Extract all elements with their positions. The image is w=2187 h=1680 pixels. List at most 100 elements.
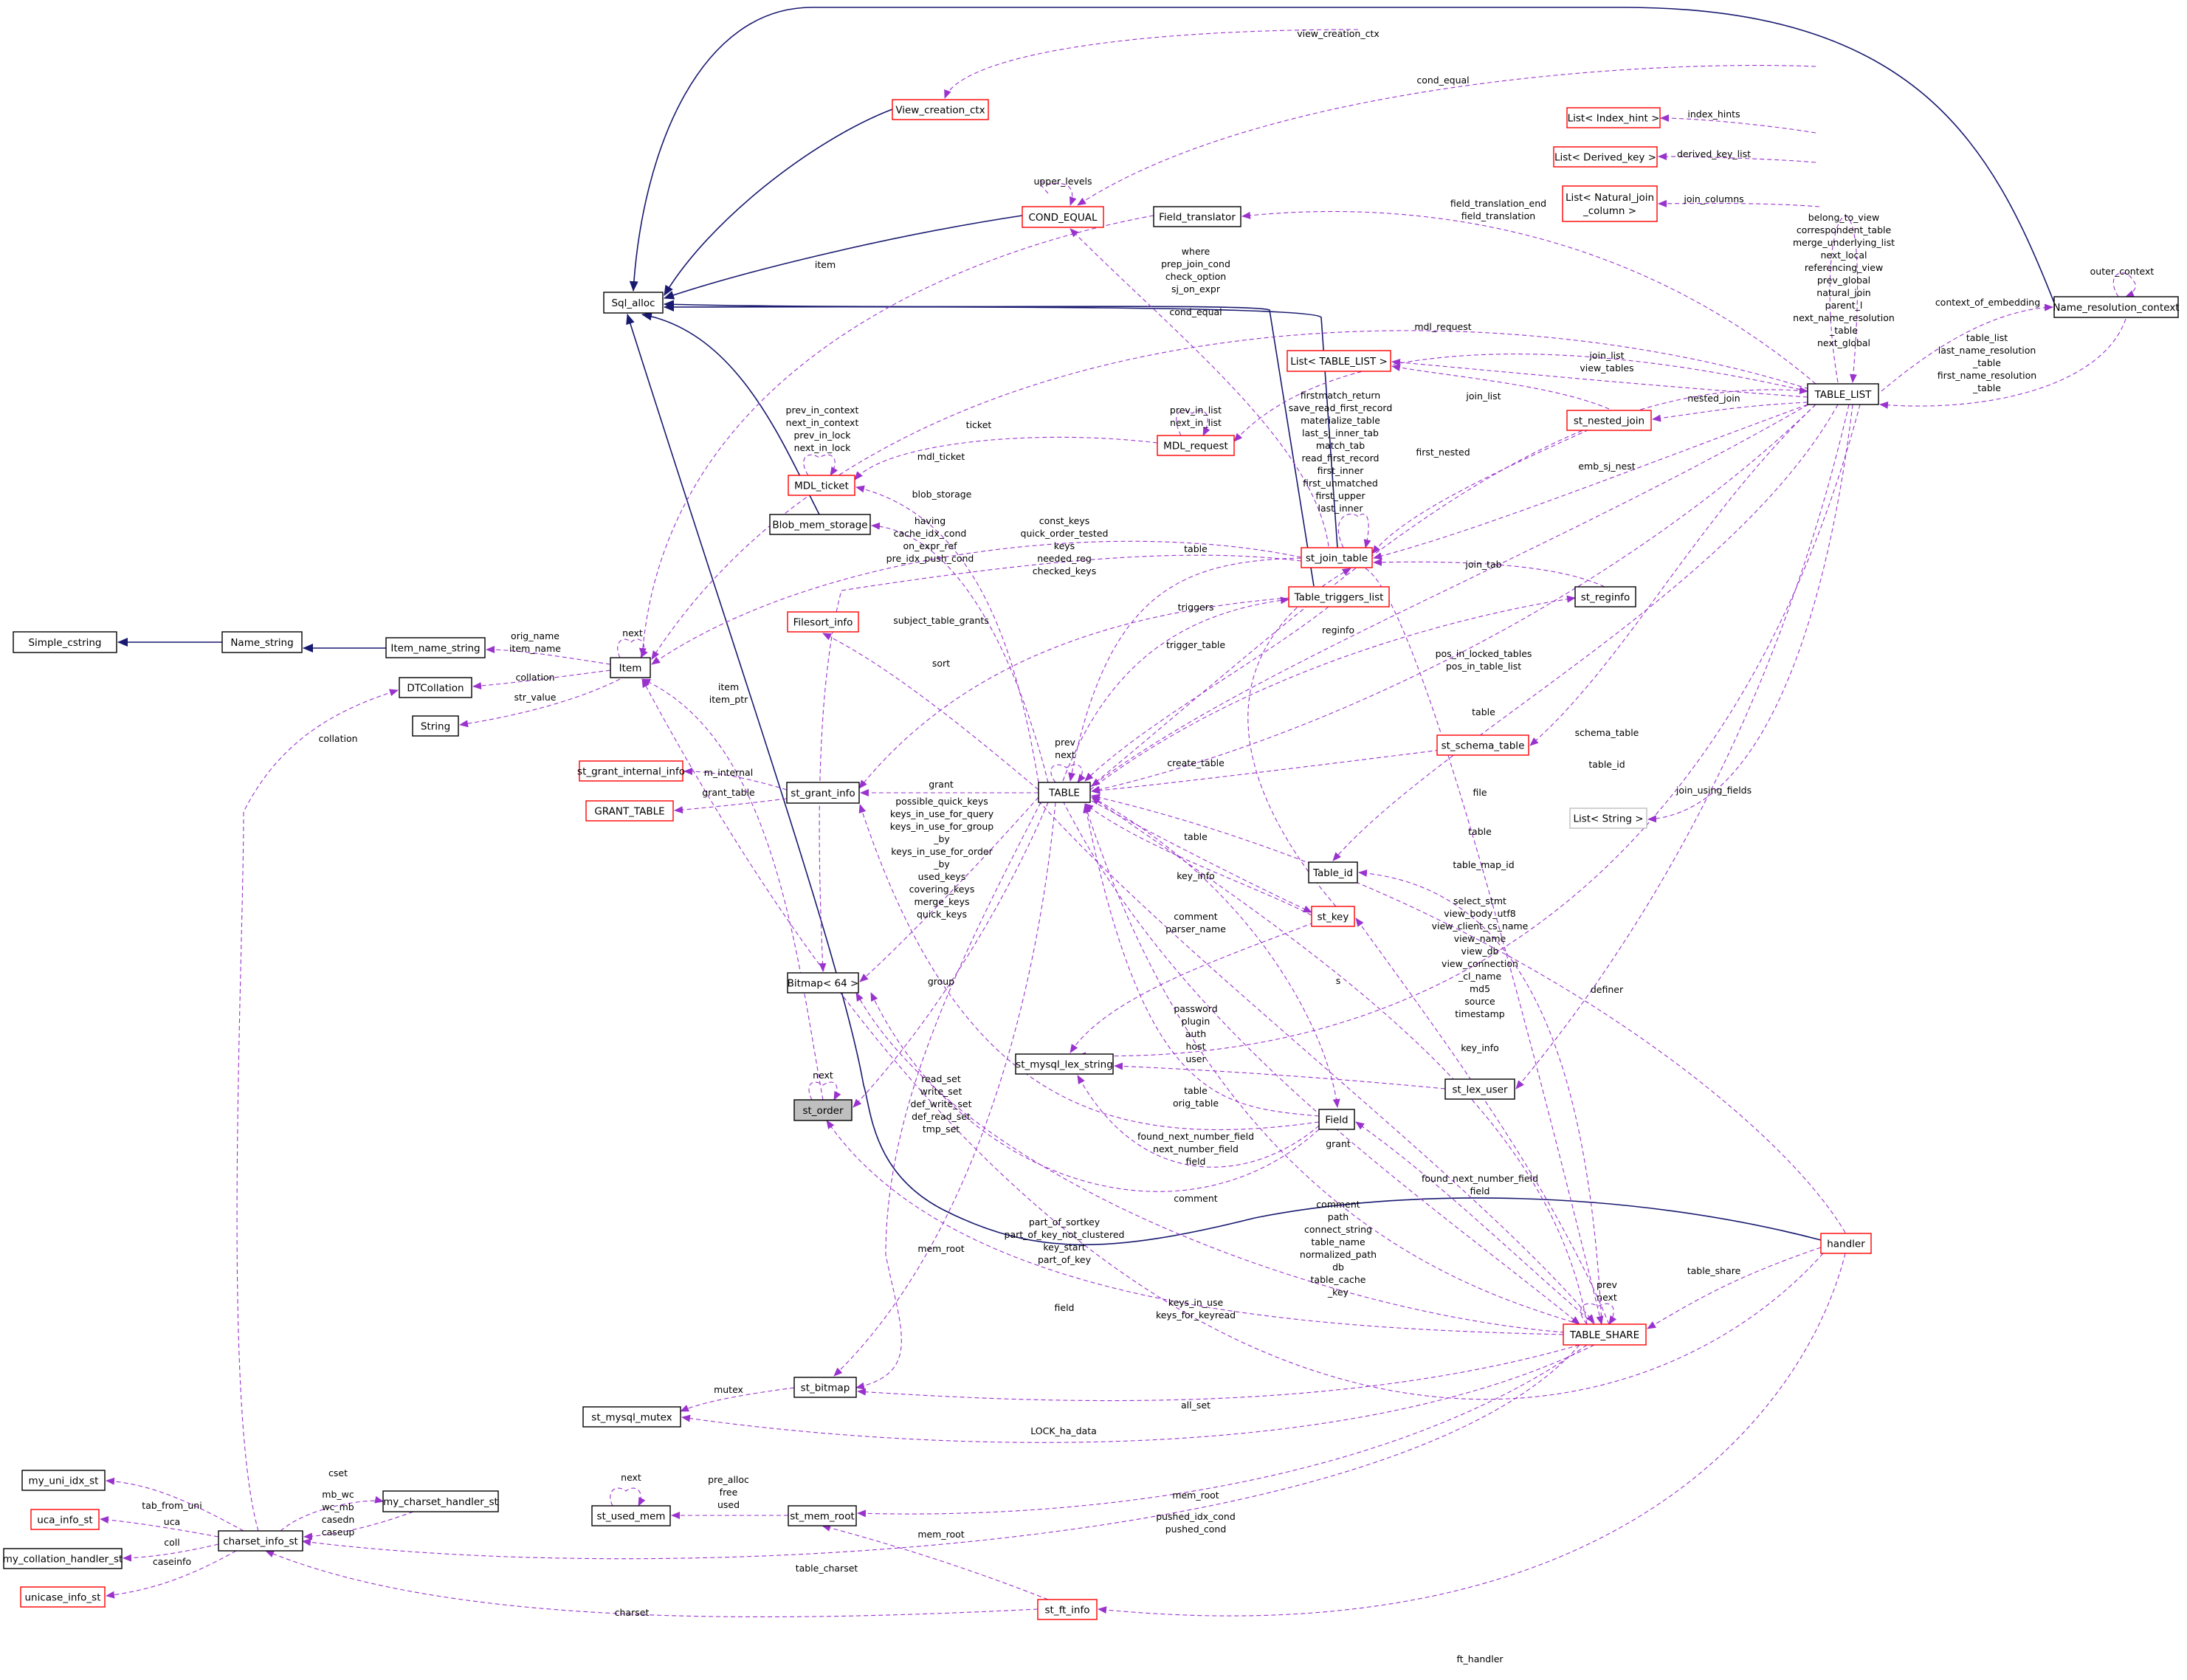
node-st-order[interactable]: st_order xyxy=(793,1099,853,1121)
node-unicase-info-st[interactable]: unicase_info_st xyxy=(20,1586,106,1608)
node-st-used-mem[interactable]: st_used_mem xyxy=(591,1505,671,1526)
node-box xyxy=(892,99,989,120)
node-box xyxy=(1015,1053,1114,1075)
node-table[interactable]: TABLE xyxy=(1038,782,1091,803)
node-string[interactable]: String xyxy=(412,715,459,737)
mdl-request-self xyxy=(1176,410,1210,436)
node-box xyxy=(1562,185,1658,222)
table-jt-edge xyxy=(1068,557,1302,782)
node-list-derived-key[interactable]: List< Derived_key > xyxy=(1553,146,1658,168)
node-handler[interactable]: handler xyxy=(1820,1233,1872,1254)
node-dtcollation[interactable]: DTCollation xyxy=(399,677,472,698)
node-table-list[interactable]: TABLE_LIST xyxy=(1807,383,1879,405)
node-item[interactable]: Item xyxy=(610,657,651,678)
node-table-triggers-list[interactable]: Table_triggers_list xyxy=(1288,586,1390,607)
node-table-share[interactable]: TABLE_SHARE xyxy=(1563,1323,1647,1346)
node-box xyxy=(221,631,303,653)
edge-label-charset: charset xyxy=(615,1607,650,1618)
node-list-table-list[interactable]: List< TABLE_LIST > xyxy=(1287,350,1391,372)
node-view-creation-ctx[interactable]: View_creation_ctx xyxy=(892,99,989,120)
node-label: st_join_table xyxy=(1306,553,1368,565)
node-st-mem-root[interactable]: st_mem_root xyxy=(788,1505,857,1526)
node-my-uni-idx-st[interactable]: my_uni_idx_st xyxy=(21,1470,106,1491)
node-box xyxy=(1153,206,1241,227)
edge-label-create-table: create_table xyxy=(1167,757,1225,768)
node-st-ft-info[interactable]: st_ft_info xyxy=(1037,1599,1098,1620)
node-st-bitmap[interactable]: st_bitmap xyxy=(793,1377,857,1398)
node-blob-mem-storage[interactable]: Blob_mem_storage xyxy=(769,514,871,535)
node-my-charset-handler-st[interactable]: my_charset_handler_st xyxy=(382,1490,499,1512)
node-my-collation-handler-st[interactable]: my_collation_handler_st xyxy=(3,1548,123,1569)
node-st-mysql-lex-string[interactable]: st_mysql_lex_string xyxy=(1015,1053,1114,1075)
node-label: String xyxy=(421,721,450,733)
node-box xyxy=(788,1505,857,1526)
node-st-nested-join[interactable]: st_nested_join xyxy=(1566,410,1652,431)
edge-label-all-set: all_set xyxy=(1181,1400,1210,1411)
node-filesort-info[interactable]: Filesort_info xyxy=(787,611,859,633)
node-label: View_creation_ctx xyxy=(895,105,985,117)
node-st-key[interactable]: st_key xyxy=(1311,906,1355,927)
node-mdl-ticket[interactable]: MDL_ticket xyxy=(788,475,855,496)
node-item-name-string[interactable]: Item_name_string xyxy=(385,637,486,658)
node-table-id[interactable]: Table_id xyxy=(1308,861,1358,884)
edge-label-schema-table: schema_table xyxy=(1575,727,1639,738)
edge-label-join-list-nested: join_list xyxy=(1465,390,1501,402)
node-charset-info-st[interactable]: charset_info_st xyxy=(218,1530,303,1552)
collation-edge xyxy=(472,669,611,690)
edge-label-mutex: mutex xyxy=(714,1384,743,1395)
node-bitmap64[interactable]: Bitmap< 64 > xyxy=(787,972,859,994)
node-st-lex-user[interactable]: st_lex_user xyxy=(1444,1078,1515,1100)
table-triggers-list-to-sql-alloc xyxy=(664,300,1315,587)
node-st-reginfo[interactable]: st_reginfo xyxy=(1574,586,1636,607)
edge-label-join-using-fields: join_using_fields xyxy=(1675,785,1752,796)
node-box xyxy=(1311,906,1355,927)
node-label: List< Index_hint > xyxy=(1568,113,1660,125)
node-st-schema-table[interactable]: st_schema_table xyxy=(1436,734,1529,756)
node-mdl-request[interactable]: MDL_request xyxy=(1157,435,1235,456)
node-field-translator[interactable]: Field_translator xyxy=(1153,206,1241,227)
node-box xyxy=(1022,206,1104,228)
edge-label-reginfo: reginfo xyxy=(1322,624,1354,636)
edge-label-join-tab: join_tab xyxy=(1464,559,1501,570)
table-charset-edge xyxy=(302,1344,1580,1560)
blob-storage-edge xyxy=(871,522,1049,783)
node-label: Sql_alloc xyxy=(611,297,655,309)
having-edge xyxy=(651,540,1302,665)
mem-root-share-edge xyxy=(857,1344,1588,1518)
edge-label-tab-from-uni: tab_from_uni xyxy=(142,1500,202,1511)
trigger-s-edge xyxy=(1038,800,1595,1323)
node-list-index-hint[interactable]: List< Index_hint > xyxy=(1566,107,1661,128)
join-using-fields-edge xyxy=(1647,404,1853,823)
node-box xyxy=(787,611,859,633)
found-next-edge xyxy=(1091,796,1340,1108)
node-st-grant-info[interactable]: st_grant_info xyxy=(786,782,860,804)
node-label: st_schema_table xyxy=(1442,740,1525,752)
node-label: my_uni_idx_st xyxy=(29,1476,99,1487)
node-cond-equal[interactable]: COND_EQUAL xyxy=(1022,206,1104,228)
node-simple-cstring[interactable]: Simple_cstring xyxy=(13,631,117,653)
node-sql-alloc[interactable]: Sql_alloc xyxy=(603,292,664,314)
node-st-grant-internal-info[interactable]: st_grant_internal_info xyxy=(577,760,685,782)
orig-name-edge xyxy=(486,646,611,665)
node-list-natural-join[interactable]: List< Natural_join_column > xyxy=(1562,185,1658,222)
edge-label-str-value: str_value xyxy=(514,692,557,703)
node-field[interactable]: Field xyxy=(1318,1109,1355,1130)
node-name-resolution-context[interactable]: Name_resolution_context xyxy=(2053,296,2180,318)
node-box xyxy=(1301,547,1373,568)
node-label: Simple_cstring xyxy=(28,637,101,649)
node-st-join-table[interactable]: st_join_table xyxy=(1301,547,1373,568)
edge-label-file: file xyxy=(1473,787,1487,798)
node-uca-info-st[interactable]: uca_info_st xyxy=(30,1509,100,1530)
node-box xyxy=(1807,383,1879,405)
lock-ha-data-edge xyxy=(681,1344,1595,1443)
node-grant-table[interactable]: GRANT_TABLE xyxy=(585,800,674,822)
node-st-mysql-mutex[interactable]: st_mysql_mutex xyxy=(582,1406,681,1428)
node-list-string[interactable]: List< String > xyxy=(1569,808,1647,829)
node-name-string[interactable]: Name_string xyxy=(221,631,303,653)
edge-label-key-info-share: key_info xyxy=(1461,1042,1499,1053)
node-label: List< Natural_join_column > xyxy=(1566,192,1654,217)
